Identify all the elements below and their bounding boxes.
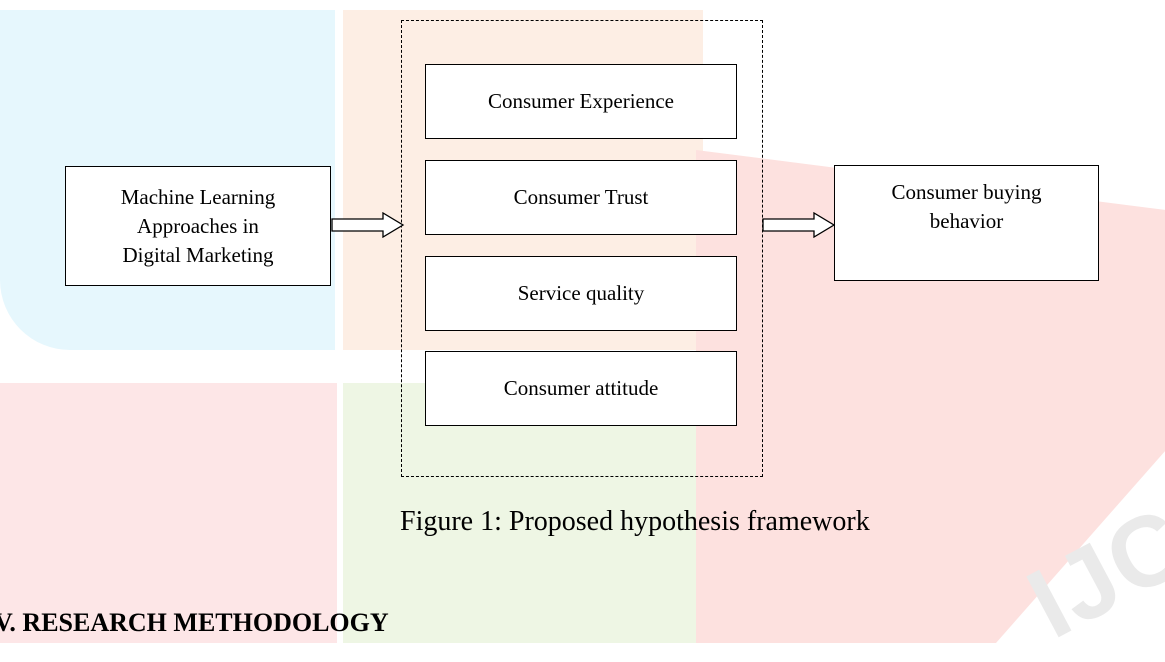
section-heading: V. RESEARCH METHODOLOGY bbox=[0, 608, 389, 637]
output-box-line-2: behavior bbox=[929, 209, 1004, 233]
mediator-box-consumer-trust: Consumer Trust bbox=[425, 160, 737, 235]
mediator-box-consumer-experience: Consumer Experience bbox=[425, 64, 737, 139]
mediator-label: Consumer Experience bbox=[487, 89, 675, 113]
watermark-pink-tile bbox=[0, 383, 337, 643]
input-box-line-2: Approaches in bbox=[137, 213, 259, 238]
mediators-dashed-container bbox=[401, 20, 763, 477]
output-box: Consumer buying behavior bbox=[834, 165, 1099, 281]
mediator-label: Service quality bbox=[517, 281, 645, 305]
mediator-box-consumer-attitude: Consumer attitude bbox=[425, 351, 737, 426]
mediator-label: Consumer attitude bbox=[503, 376, 659, 400]
mediator-box-service-quality: Service quality bbox=[425, 256, 737, 331]
arrow-mediators-to-output bbox=[762, 212, 836, 238]
figure-caption: Figure 1: Proposed hypothesis framework bbox=[400, 506, 870, 537]
watermark-green-tile bbox=[343, 383, 703, 643]
mediator-label: Consumer Trust bbox=[513, 185, 649, 209]
input-box-line-3: Digital Marketing bbox=[122, 242, 274, 267]
output-box-line-1: Consumer buying bbox=[891, 180, 1042, 204]
arrow-input-to-mediators bbox=[331, 212, 405, 238]
input-box-line-1: Machine Learning bbox=[120, 184, 276, 209]
input-box: Machine Learning Approaches in Digital M… bbox=[65, 166, 331, 286]
